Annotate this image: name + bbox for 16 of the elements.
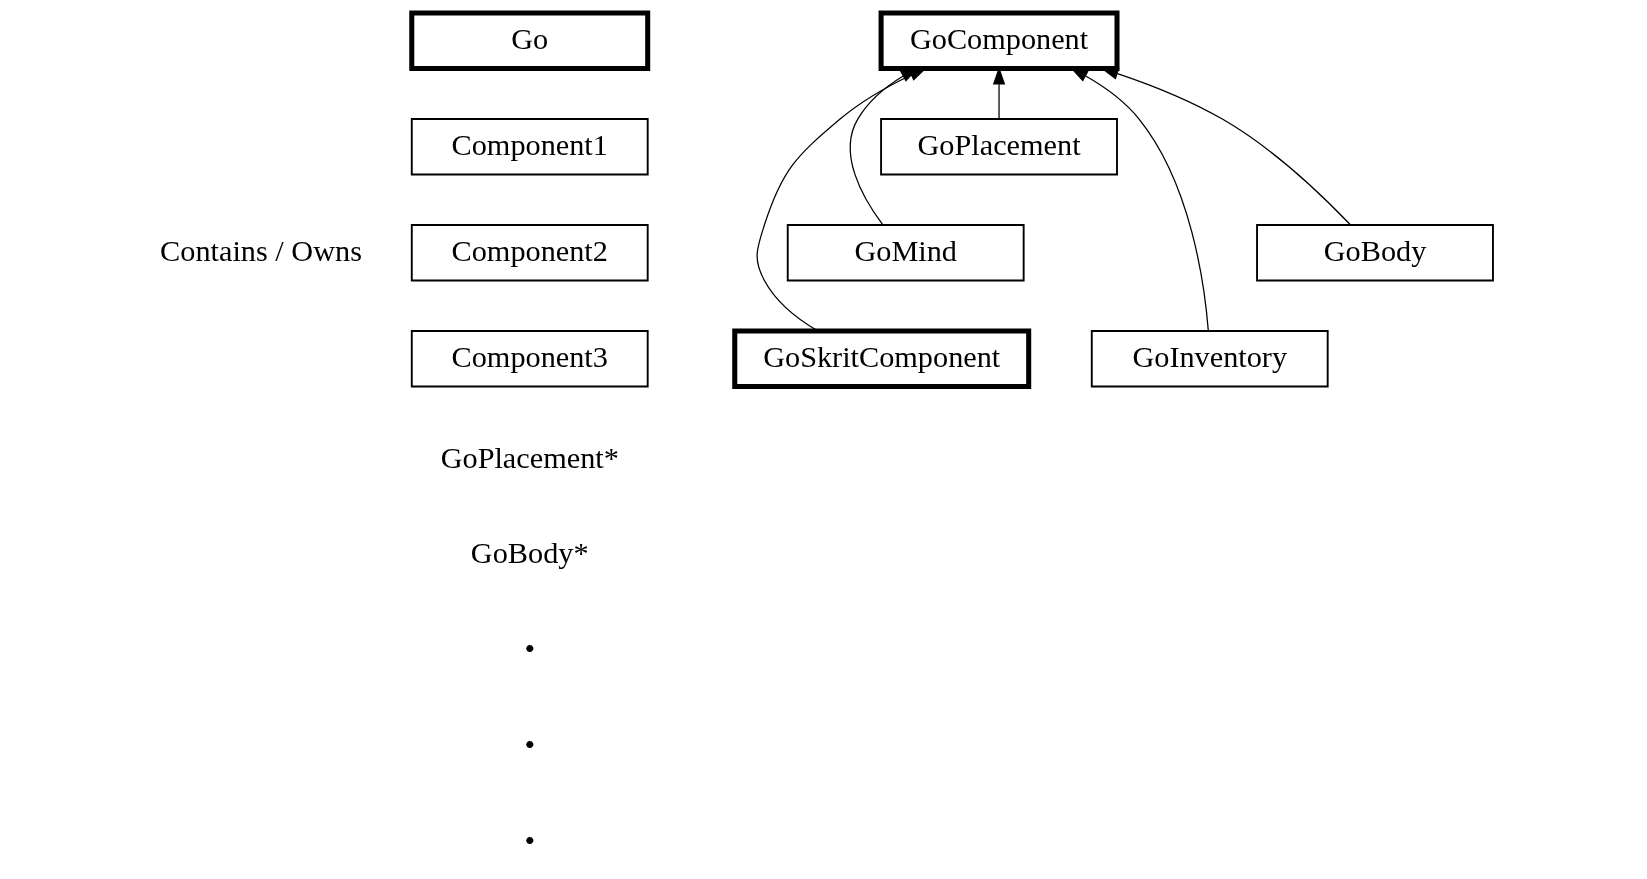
node-box: GoComponent (878, 10, 1120, 72)
label: GoBody* (470, 536, 589, 571)
label: GoPlacement* (440, 440, 619, 475)
node-box: Component2 (410, 224, 649, 282)
label: • (523, 728, 535, 763)
node-box: GoSkritComponent (731, 328, 1031, 390)
node-box: GoBody (1255, 224, 1494, 282)
node-box: Component1 (410, 118, 649, 176)
label: • (523, 824, 535, 859)
node-box: Component3 (410, 330, 649, 388)
node-box: GoInventory (1090, 330, 1329, 388)
node-box: GoMind (786, 224, 1025, 282)
node-box: Go (408, 10, 650, 72)
node-box: GoPlacement (879, 118, 1118, 176)
label: Contains / Owns (159, 233, 362, 268)
label: • (523, 632, 535, 667)
